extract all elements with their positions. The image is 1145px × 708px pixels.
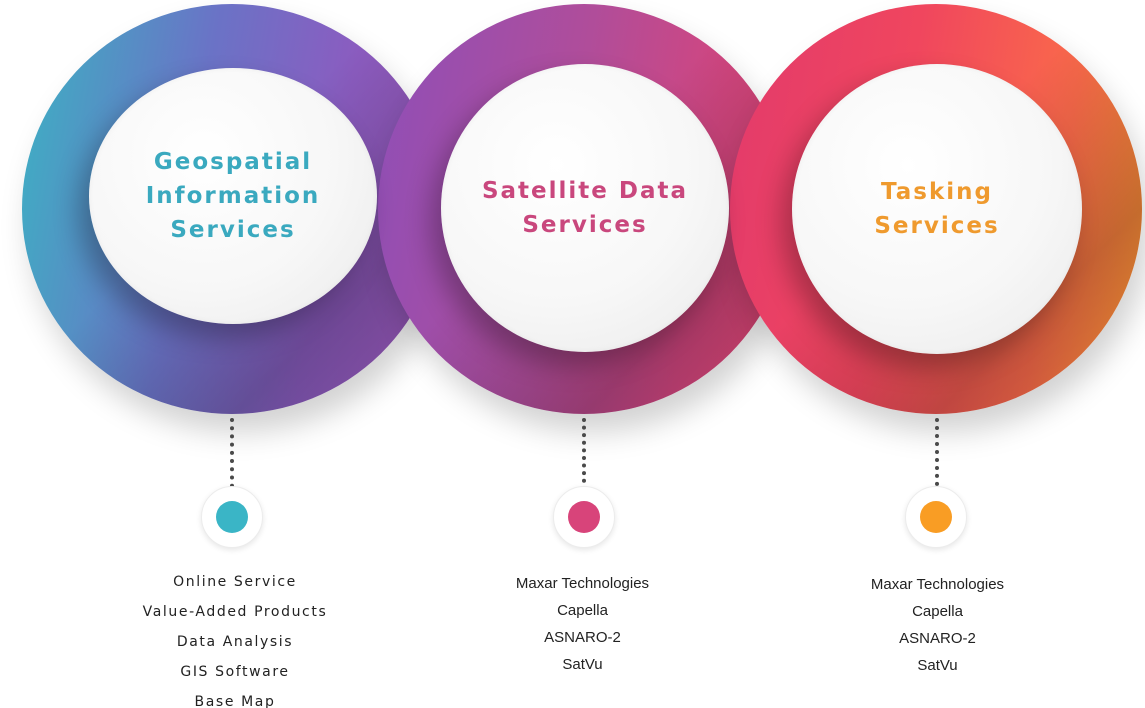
satellite-data-node-marker (553, 486, 615, 548)
orange-dot-icon (920, 501, 952, 533)
satellite-data-disc[interactable]: Satellite Data Services (441, 64, 729, 352)
list-item: GIS Software (180, 664, 290, 680)
list-item: Online Service (173, 574, 297, 590)
pink-dot-icon (568, 501, 600, 533)
list-item: Maxar Technologies (870, 576, 1005, 593)
list-item: Value-Added Products (142, 604, 328, 620)
tasking-connector (935, 418, 943, 494)
geospatial-title: Geospatial Information Services (145, 149, 321, 243)
geospatial-disc[interactable]: Geospatial Information Services (89, 68, 377, 324)
satellite-data-title: Satellite Data Services (481, 178, 689, 238)
geospatial-connector (230, 418, 238, 496)
geospatial-node-marker (201, 486, 263, 548)
list-item: ASNARO-2 (544, 629, 621, 646)
list-item: ASNARO-2 (899, 630, 976, 647)
tasking-item-list: Maxar Technologies Capella ASNARO-2 SatV… (815, 571, 1060, 679)
tasking-node-marker (905, 486, 967, 548)
tasking-title: Tasking Services (874, 179, 1000, 239)
tasking-disc[interactable]: Tasking Services (792, 64, 1082, 354)
list-item: Maxar Technologies (515, 575, 650, 592)
list-item: Capella (912, 603, 963, 620)
teal-dot-icon (216, 501, 248, 533)
satellite-data-item-list: Maxar Technologies Capella ASNARO-2 SatV… (460, 570, 705, 678)
list-item: SatVu (917, 657, 958, 674)
geospatial-item-list: Online Service Value-Added Products Data… (110, 567, 360, 708)
list-item: SatVu (562, 656, 603, 673)
list-item: Data Analysis (176, 634, 294, 650)
list-item: Base Map (194, 694, 276, 708)
list-item: Capella (557, 602, 608, 619)
satellite-data-connector (582, 418, 590, 498)
